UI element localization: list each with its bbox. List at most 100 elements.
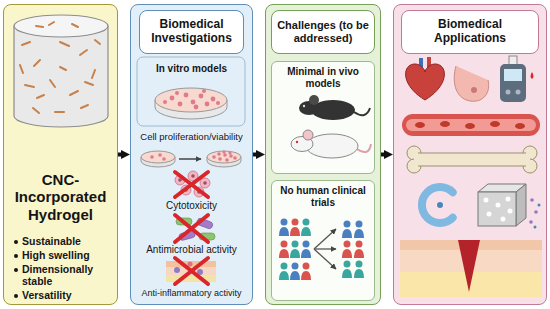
heart-icon [406,57,445,100]
inflamed-tissue [166,261,216,267]
petri-dish [199,94,204,99]
red-cross [175,172,208,197]
flow-arrow [118,153,124,157]
petri-dish [163,89,220,109]
people-group [290,219,300,237]
proliferation-dishes [217,152,221,156]
rat-figure [291,130,371,158]
panel-header: Challenges (to be addressed) [271,10,375,54]
cytotoxicity-cells [178,178,182,182]
proliferation-dishes [212,150,237,161]
blood-vessel-icon [490,121,500,127]
trial-arrows [314,249,336,269]
red-cross [175,215,208,242]
assay-label: Antimicrobial activity [135,244,248,256]
antimicrobial-bacteria [199,233,215,240]
mouse-figure [299,95,370,120]
cnc-rods [20,65,23,73]
petri-dish [211,97,216,102]
cnc-rods [50,80,55,87]
header-text: Biomedical Applications [407,18,533,46]
proliferation-dishes [228,151,231,154]
proliferation-dishes [179,158,201,160]
blood-vessel-icon [415,121,525,129]
cnc-rods [55,111,64,113]
cnc-rods [60,42,69,46]
red-cross [175,258,208,284]
glucose-meter-icon [531,72,534,79]
cytotoxicity-cells [175,171,210,197]
proliferation-dishes [218,157,222,161]
cnc-rods [80,50,87,55]
inflamed-tissue [166,275,216,282]
blood-vessel-icon [406,119,536,131]
rat-figure [291,137,313,152]
heart-icon [419,58,423,68]
challenge-box: No human clinical trials [271,180,375,301]
heart-icon [427,57,431,68]
proliferation-dishes [212,155,216,159]
header-text: Challenges (to be addressed) [277,19,369,44]
challenge-label: No human clinical trials [275,185,371,208]
cytotoxicity-cells [178,174,207,194]
people-group [290,263,300,281]
red-cross [175,258,208,284]
cytotoxicity-cells [203,181,207,185]
proliferation-dishes [233,156,237,160]
bone-icon [407,159,421,173]
blood-vessel-icon [402,114,540,136]
petri-dish [170,96,175,101]
cnc-rods [60,67,66,70]
challenge-box: Minimal in vivo models [271,61,375,174]
cnc-rods [72,24,78,27]
blood-vessel-icon [440,121,450,127]
antimicrobial-bacteria [196,217,213,229]
scaffold-icon [478,192,516,226]
people-group [290,241,300,259]
trial-arms [354,261,364,279]
cnc-rods [33,108,39,113]
hydrogel-cylinder [14,15,108,37]
assay-label: Cell proliferation/viability [133,132,250,143]
text-slot: Antimicrobial activity [135,244,248,256]
glucose-meter-icon [509,56,517,66]
scaffold-icon [478,184,526,192]
proliferation-dishes [229,154,233,158]
cytotoxicity-cells [200,178,210,188]
stage-panel: Biomedical Applications [393,4,547,305]
cnc-rods [95,40,100,44]
header-text: Biomedical Investigations [145,18,238,46]
in-vitro-frame [137,57,245,126]
petri-dish [205,102,210,107]
bullet-item: Sustainable [13,235,115,247]
red-cross [175,172,208,284]
proliferation-dishes [223,153,227,157]
proliferation-dishes [141,150,241,167]
cnc-rods [49,22,54,25]
people-group [279,219,311,281]
glucose-meter-icon [500,64,526,102]
scaffold-icon [478,184,541,229]
scaffold-icon [484,197,513,222]
bullet-item: Dimensionally stable [13,263,115,287]
wound-icon [400,240,542,297]
petri-dish [191,100,196,105]
heart-icon [406,64,445,100]
flow-arrow [381,153,387,157]
petri-dish [194,105,199,110]
cytotoxicity-cells [181,185,191,195]
trial-arms [354,221,364,239]
scaffold-icon [529,220,533,224]
hydrogel-cylinder [14,15,108,127]
cytotoxicity-cells [175,175,185,185]
trial-arms [342,221,364,279]
text-slot: In vitro models [135,63,248,75]
cnc-rods [70,91,78,95]
petri-dish [155,88,227,112]
blood-vessel-icon [402,114,540,136]
rat-figure [306,134,358,158]
trial-arms [354,241,364,259]
mouse-figure [311,100,355,120]
cnc-rods [25,85,34,87]
